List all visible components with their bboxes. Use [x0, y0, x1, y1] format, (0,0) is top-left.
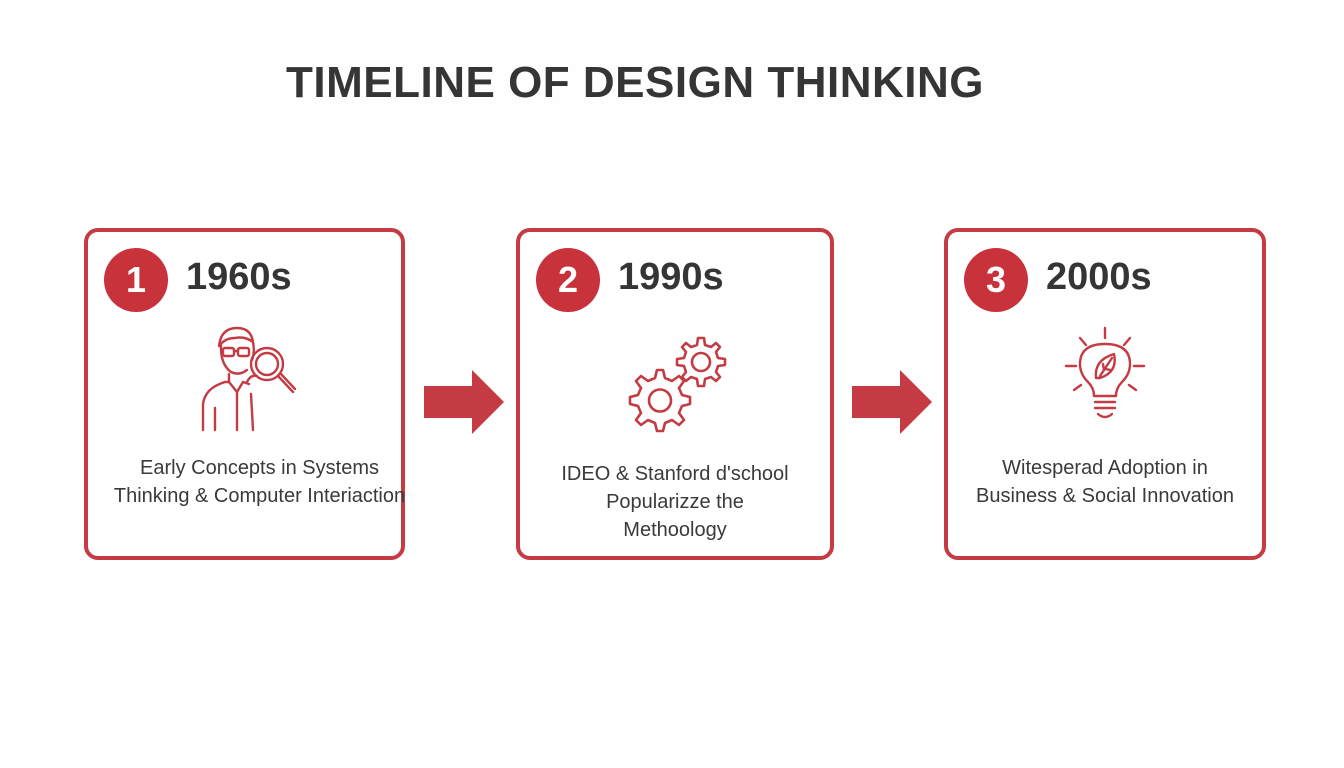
step-year: 1960s — [186, 256, 292, 298]
step-number-badge: 1 — [104, 248, 168, 312]
arrow-right-icon — [852, 370, 932, 434]
page-title: TIMELINE OF DESIGN THINKING — [286, 58, 984, 107]
arrow-right-icon — [424, 370, 504, 434]
step-year: 1990s — [618, 256, 724, 298]
lightbulb-leaf-icon — [1064, 326, 1146, 419]
person-magnifier-icon — [201, 326, 296, 432]
step-description: Early Concepts in Systems Thinking & Com… — [113, 457, 406, 507]
timeline-card-1: 1 1960s Early — [84, 228, 405, 560]
step-number-badge: 2 — [536, 248, 600, 312]
timeline-card-3: 3 2000s Witesperad Adoption in Business … — [944, 228, 1266, 560]
timeline-card-2: 2 1990s IDEO & Stanford d'school Popular… — [516, 228, 834, 560]
step-description: Witesperad Adoption in Business & Social… — [976, 457, 1234, 507]
gears-icon — [628, 336, 727, 433]
step-year: 2000s — [1046, 256, 1152, 298]
step-description: IDEO & Stanford d'school Popularizze the… — [561, 463, 789, 541]
step-number-badge: 3 — [964, 248, 1028, 312]
